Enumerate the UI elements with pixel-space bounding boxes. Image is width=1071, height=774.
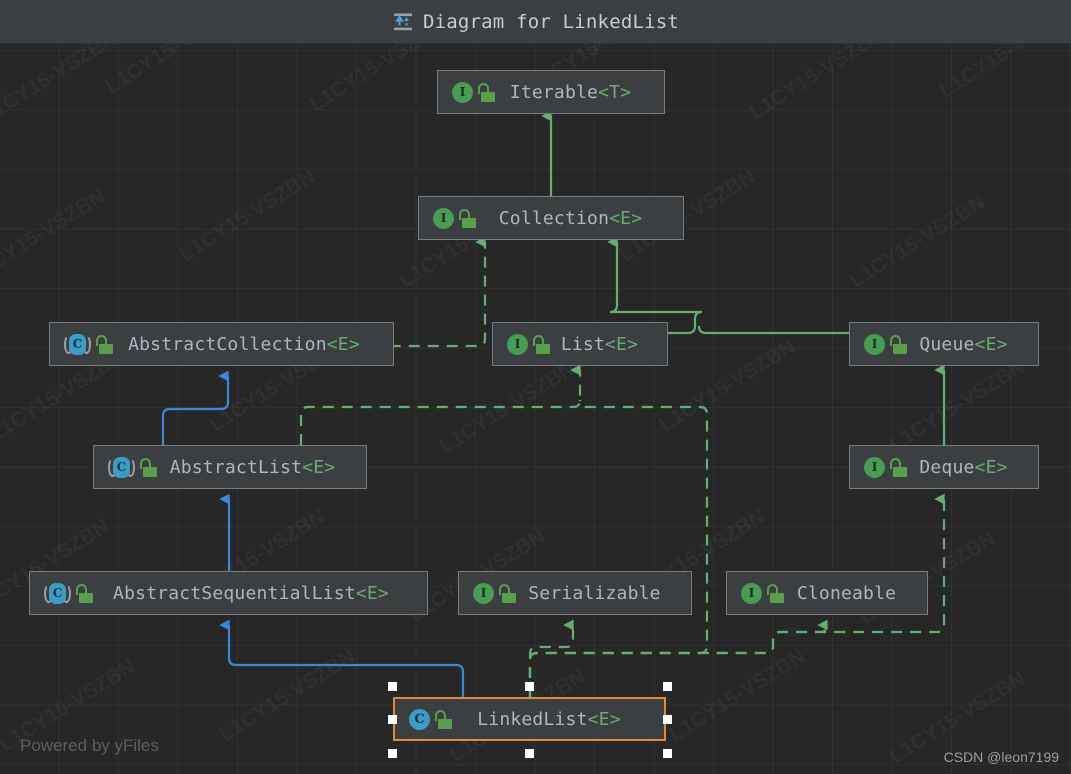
abstract-class-icon: C bbox=[44, 582, 71, 604]
node-label: AbstractSequentialList<E> bbox=[113, 582, 389, 604]
unlock-icon bbox=[890, 457, 907, 477]
edge-layer bbox=[161, 110, 946, 697]
selection-handle-e[interactable] bbox=[663, 715, 672, 724]
node-label: Iterable<T> bbox=[509, 81, 632, 103]
node-icons: I bbox=[507, 333, 550, 355]
node-label: AbstractCollection<E> bbox=[128, 333, 360, 355]
node-collection[interactable]: I Collection<E> bbox=[418, 196, 684, 240]
edge-linkedlist-to-abstractsequentiallist bbox=[219, 619, 465, 697]
unlock-icon bbox=[140, 457, 157, 477]
edge-linkedlist-to-deque bbox=[528, 493, 946, 697]
unlock-icon bbox=[459, 208, 476, 228]
node-icons: I bbox=[473, 582, 516, 604]
unlock-icon bbox=[499, 583, 516, 603]
edge-abstractlist-to-list bbox=[299, 364, 582, 445]
selection-handle-n[interactable] bbox=[525, 682, 534, 691]
interface-icon: I bbox=[864, 333, 885, 355]
unlock-icon bbox=[96, 334, 113, 354]
unlock-icon bbox=[76, 583, 93, 603]
unlock-icon bbox=[767, 583, 784, 603]
node-list[interactable]: I List<E> bbox=[492, 322, 668, 366]
selection-handle-w[interactable] bbox=[388, 715, 397, 724]
abstract-class-icon: C bbox=[64, 333, 91, 355]
node-label: Collection<E> bbox=[498, 207, 643, 229]
abstract-class-icon: C bbox=[108, 456, 135, 478]
yfiles-credit: Powered by yFiles bbox=[20, 736, 159, 755]
selection-handle-ne[interactable] bbox=[663, 682, 672, 691]
selection-handle-se[interactable] bbox=[663, 749, 672, 758]
unlock-icon bbox=[890, 334, 907, 354]
node-icons: C bbox=[108, 456, 157, 478]
selection-handle-sw[interactable] bbox=[388, 749, 397, 758]
unlock-icon bbox=[435, 709, 452, 729]
node-abstractsequentiallist[interactable]: C AbstractSequentialList<E> bbox=[29, 571, 428, 615]
edge-abstractlist-to-abstractcollection bbox=[161, 370, 230, 445]
interface-icon: I bbox=[473, 582, 494, 604]
node-serializable[interactable]: I Serializable bbox=[458, 571, 692, 615]
node-label: Queue<E> bbox=[919, 333, 1008, 355]
interface-icon: I bbox=[741, 582, 762, 604]
edge-linkedlist-to-cloneable bbox=[528, 619, 829, 697]
csdn-credit: CSDN @leon7199 bbox=[943, 749, 1059, 765]
node-icons: C bbox=[409, 708, 452, 730]
interface-icon: I bbox=[433, 207, 454, 229]
node-linkedlist[interactable]: C LinkedList<E> bbox=[393, 697, 666, 741]
node-label: Cloneable bbox=[796, 582, 897, 604]
node-icons: C bbox=[64, 333, 113, 355]
unlock-icon bbox=[533, 334, 550, 354]
interface-icon: I bbox=[452, 81, 473, 103]
node-iterable[interactable]: I Iterable<T> bbox=[437, 70, 665, 114]
node-cloneable[interactable]: I Cloneable bbox=[726, 571, 928, 615]
node-abstractcollection[interactable]: C AbstractCollection<E> bbox=[49, 322, 394, 366]
window-titlebar: Diagram for LinkedList bbox=[0, 0, 1071, 44]
node-deque[interactable]: I Deque<E> bbox=[849, 445, 1039, 489]
class-icon: C bbox=[409, 708, 430, 730]
node-label: Serializable bbox=[528, 582, 661, 604]
node-icons: I bbox=[452, 81, 495, 103]
unlock-icon bbox=[478, 82, 495, 102]
node-icons: I bbox=[741, 582, 784, 604]
edge-linkedlist-to-serializable bbox=[528, 619, 575, 697]
hierarchy-diagram-icon bbox=[392, 11, 414, 33]
interface-icon: I bbox=[864, 456, 885, 478]
node-icons: C bbox=[44, 582, 93, 604]
node-label: Deque<E> bbox=[919, 456, 1008, 478]
node-label: LinkedList<E> bbox=[477, 708, 621, 730]
node-label: AbstractList<E> bbox=[169, 456, 336, 478]
node-icons: I bbox=[864, 333, 907, 355]
node-icons: I bbox=[864, 456, 907, 478]
node-icons: I bbox=[433, 207, 476, 229]
node-label: List<E> bbox=[560, 333, 639, 355]
interface-icon: I bbox=[507, 333, 528, 355]
selection-handle-nw[interactable] bbox=[388, 682, 397, 691]
window-title: Diagram for LinkedList bbox=[422, 10, 680, 33]
selection-handle-s[interactable] bbox=[525, 749, 534, 758]
node-queue[interactable]: I Queue<E> bbox=[849, 322, 1039, 366]
diagram-canvas[interactable]: L1CY15-VSZBN L1CY15-VSZBN L1CY15-VSZBN L… bbox=[0, 44, 1071, 774]
node-abstractlist[interactable]: C AbstractList<E> bbox=[93, 445, 367, 489]
